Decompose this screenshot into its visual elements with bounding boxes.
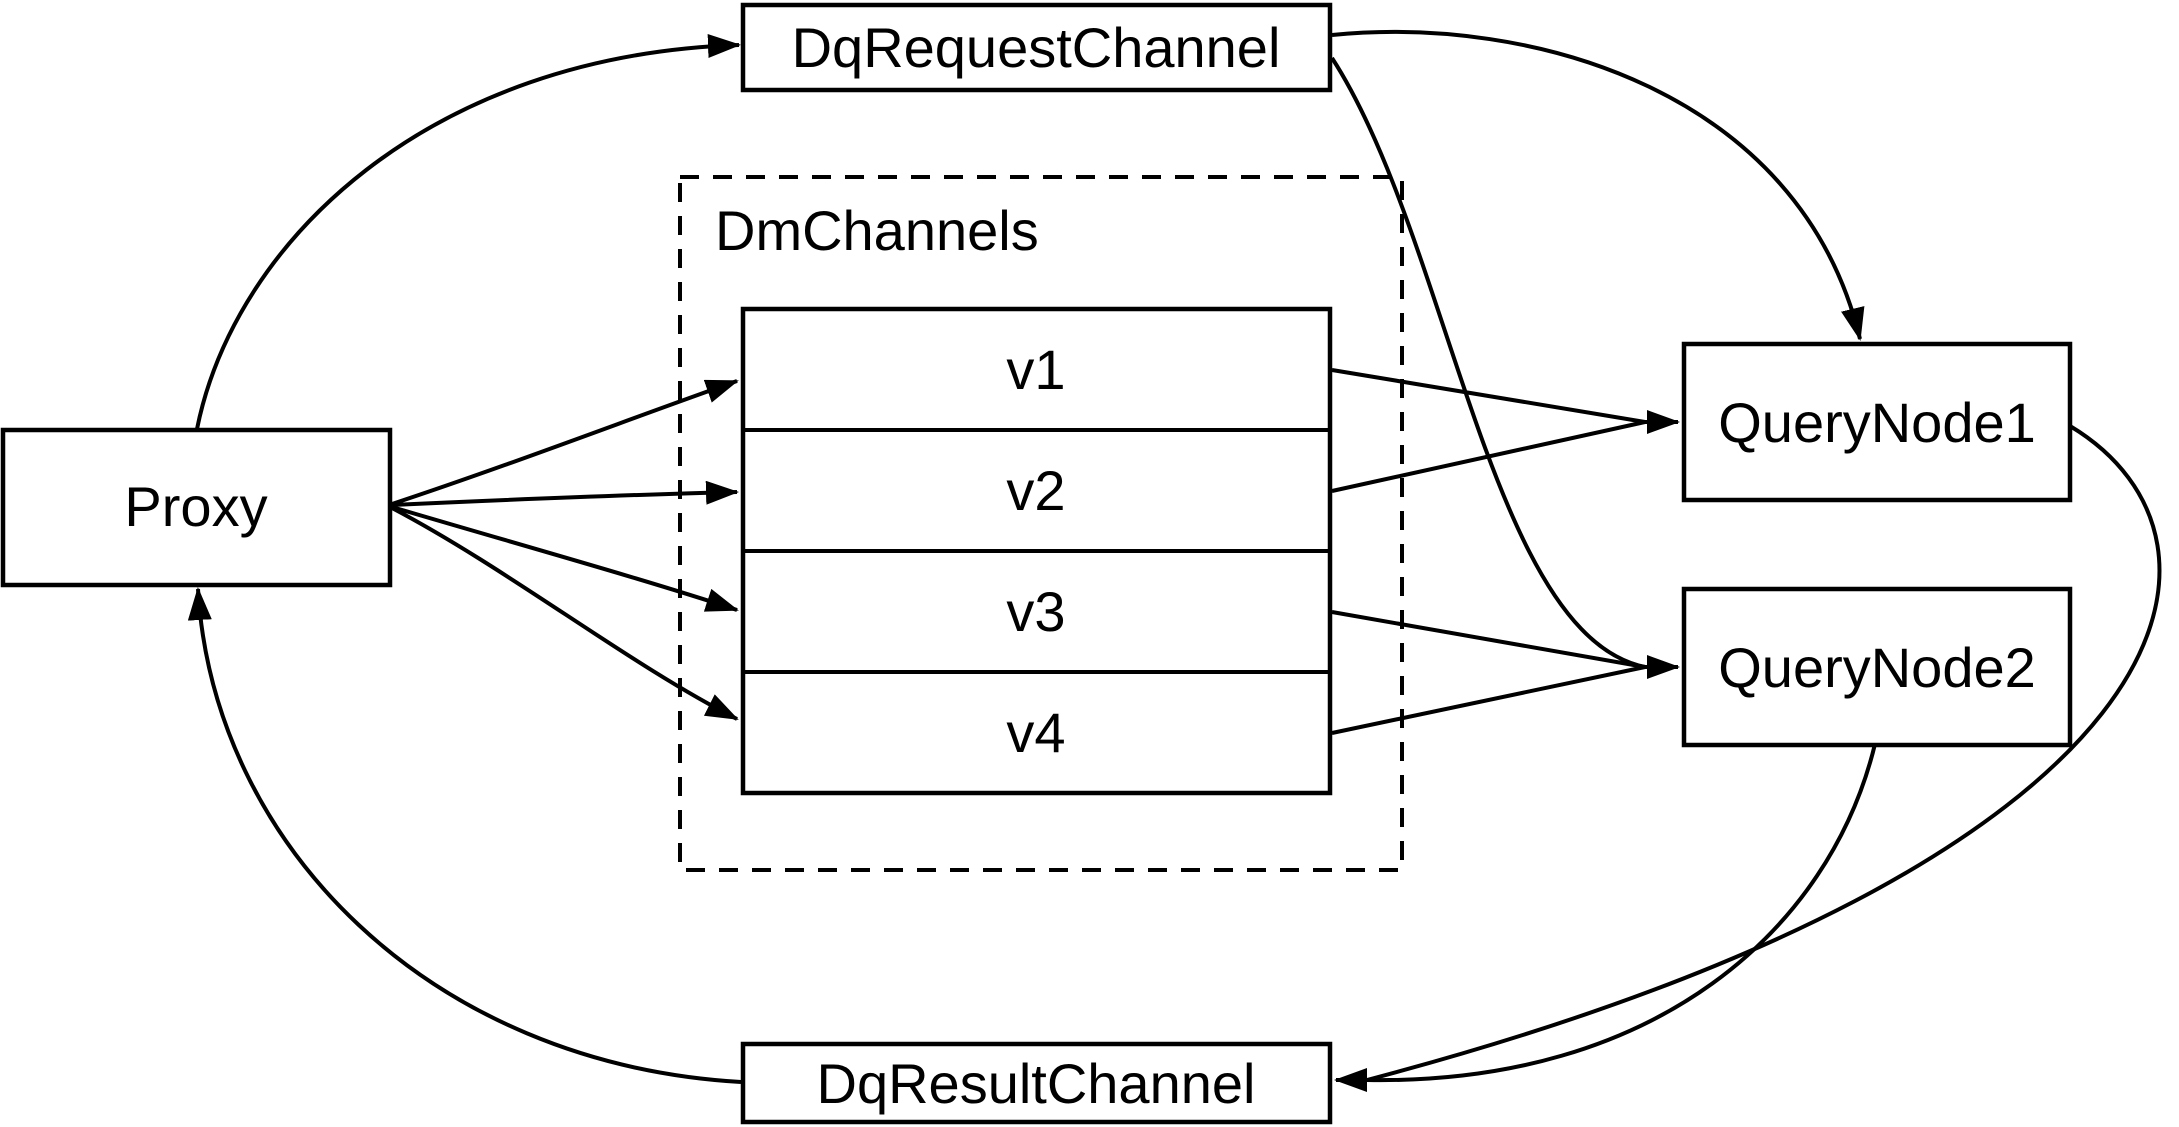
querynode2-node-box <box>1681 586 2073 748</box>
proxy-node: Proxy <box>0 427 393 588</box>
querynode2-node-label: QueryNode2 <box>1718 636 2036 699</box>
edge-querynode2-to-dqresultchannel <box>1366 743 1877 1083</box>
dmchannels-dashed-box <box>678 175 1404 872</box>
edge-dqresultchannel-to-proxy <box>187 587 742 1084</box>
edge-v3-to-querynode2 <box>1331 610 1646 669</box>
edge-proxy-to-v1 <box>391 379 739 506</box>
edge-dqrequestchannel-to-querynode1 <box>1331 29 1865 341</box>
dmchannels-group-label: DmChannels <box>715 199 1039 262</box>
channel-v4-label: v4 <box>1006 701 1065 764</box>
querynode1-node-label: QueryNode1 <box>1718 391 2036 454</box>
dqresultchannel-node-box <box>740 1041 1333 1125</box>
dqresultchannel-node: DqResultChannel <box>740 1041 1333 1125</box>
edge-querynode1-to-dqresultchannel <box>1366 424 2162 1082</box>
channel-v2-label: v2 <box>1006 459 1065 522</box>
channel-v3-label: v3 <box>1006 580 1065 643</box>
dqrequestchannel-node-label: DqRequestChannel <box>792 16 1281 79</box>
querynode1-node: QueryNode1 <box>1681 341 2073 503</box>
channel-v1-label: v1 <box>1006 338 1065 401</box>
dmchannels-group: DmChannels v1 v2 v3 v4 <box>678 175 1404 872</box>
edge-proxy-to-v3 <box>391 505 739 612</box>
edge-proxy-to-dqrequestchannel <box>195 34 741 430</box>
dqresultchannel-node-label: DqResultChannel <box>817 1052 1256 1115</box>
edges <box>187 29 2162 1092</box>
proxy-node-label: Proxy <box>124 475 267 538</box>
edge-v4-to-querynode2 <box>1331 665 1646 735</box>
edge-v1-to-querynode1 <box>1331 368 1646 424</box>
dqrequestchannel-node-box <box>740 2 1333 93</box>
edge-v2-to-querynode1 <box>1331 420 1646 493</box>
edge-proxy-to-v4 <box>391 506 739 721</box>
edge-proxy-to-v2 <box>391 480 739 507</box>
proxy-node-box <box>0 427 393 588</box>
querynode2-node: QueryNode2 <box>1681 586 2073 748</box>
edge-dqrequestchannel-to-querynode2 <box>1330 56 1646 669</box>
querynode1-node-box <box>1681 341 2073 503</box>
dqrequestchannel-node: DqRequestChannel <box>740 2 1333 93</box>
